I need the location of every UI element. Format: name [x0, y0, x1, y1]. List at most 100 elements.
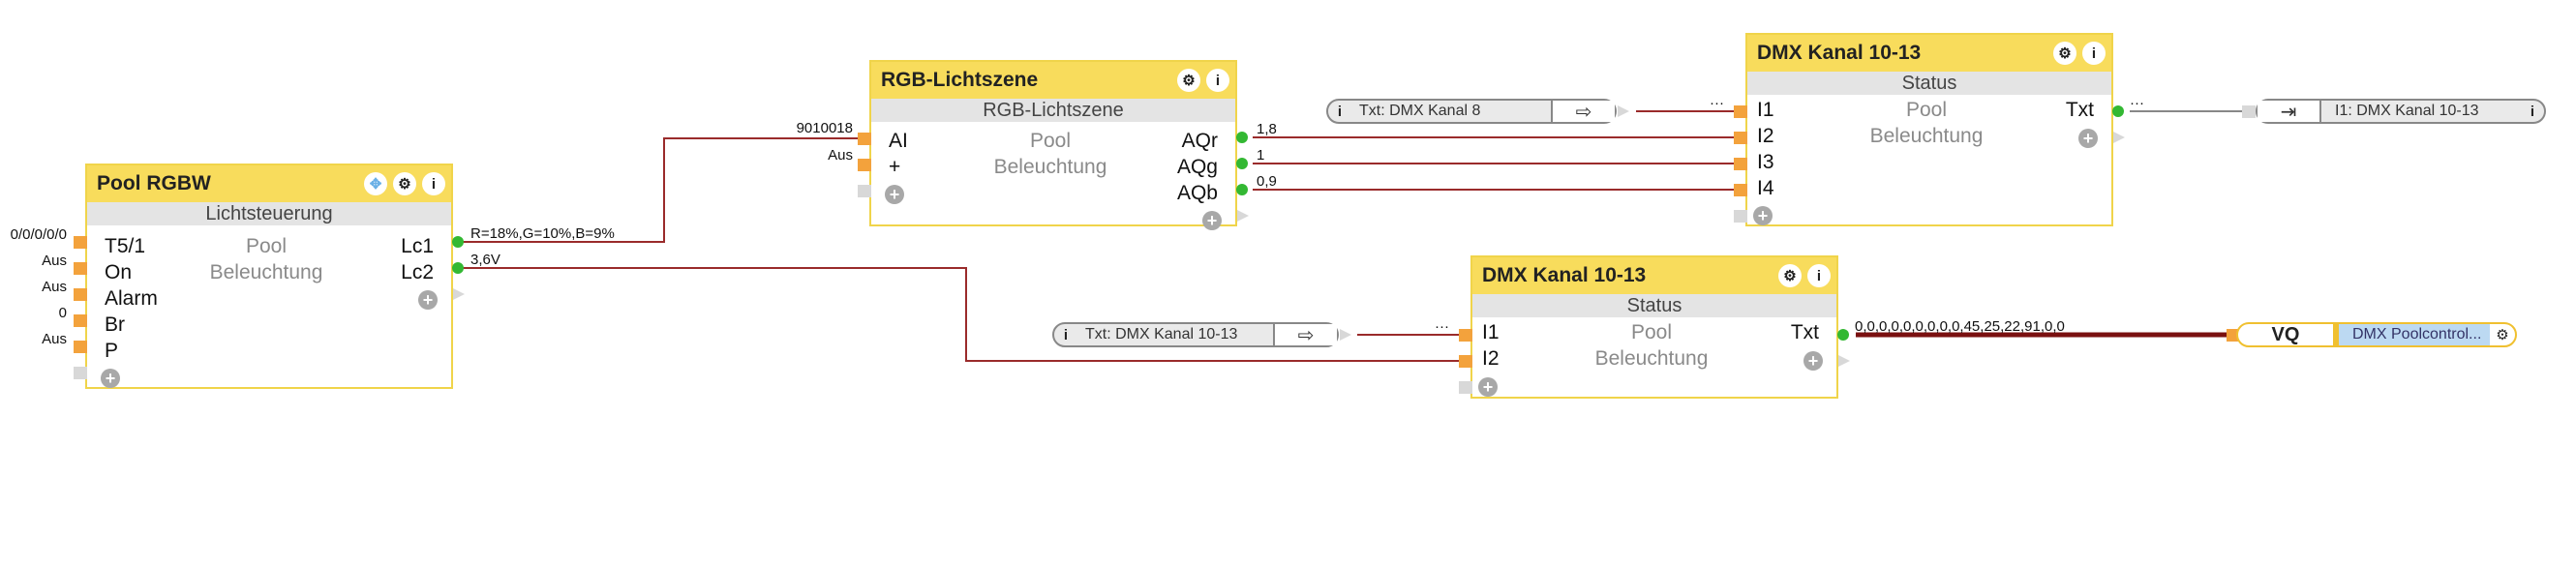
input-pin[interactable]: [1734, 184, 1747, 196]
input-pin[interactable]: [74, 314, 87, 327]
output-pin[interactable]: [1236, 184, 1248, 195]
plus-icon[interactable]: +: [885, 185, 904, 204]
block-subtitle: Lichtsteuerung: [87, 202, 451, 225]
move-icon[interactable]: ✥: [364, 172, 387, 195]
wire-value: 0,0,0,0,0,0,0,0,0,45,25,22,91,0,0: [1855, 318, 2065, 335]
input-label: I1: [1757, 99, 1774, 121]
gear-icon[interactable]: ⚙: [1778, 264, 1802, 287]
reference-txt-dmx-kanal-10-13[interactable]: i Txt: DMX Kanal 10-13 ⇨: [1052, 322, 1339, 347]
block-category: Beleuchtung: [993, 156, 1107, 178]
input-pin[interactable]: [74, 341, 87, 353]
plus-icon[interactable]: +: [1202, 211, 1222, 230]
block-title: RGB-Lichtszene: [881, 69, 1039, 91]
dmx-kanal-block-bottom[interactable]: DMX Kanal 10-13 ⚙ i Status I1 I2 Pool Be…: [1470, 255, 1838, 399]
info-icon[interactable]: i: [422, 172, 445, 195]
output-pin[interactable]: [1236, 132, 1248, 143]
reference-txt-dmx-kanal-8[interactable]: i Txt: DMX Kanal 8 ⇨: [1326, 99, 1617, 124]
plus-icon[interactable]: +: [1803, 351, 1823, 371]
info-icon[interactable]: i: [2530, 103, 2535, 120]
input-pin[interactable]: [1734, 105, 1747, 118]
reference-label: Txt: DMX Kanal 8: [1359, 103, 1481, 119]
output-label: AQg: [1176, 156, 1218, 178]
info-icon[interactable]: i: [1807, 264, 1831, 287]
output-pin[interactable]: [452, 236, 464, 248]
wire-value: ···: [2130, 95, 2144, 111]
pool-rgbw-block[interactable]: Pool RGBW ✥ ⚙ i Lichtsteuerung T5/1 On A…: [85, 164, 453, 389]
info-icon[interactable]: i: [1337, 103, 1343, 120]
import-icon[interactable]: ⇥: [2258, 101, 2321, 123]
block-title: DMX Kanal 10-13: [1757, 42, 1922, 64]
export-icon[interactable]: ⇨: [1273, 324, 1337, 346]
info-icon[interactable]: i: [2082, 42, 2106, 65]
output-pin[interactable]: [1236, 158, 1248, 169]
plus-icon[interactable]: +: [1753, 206, 1773, 225]
gear-icon[interactable]: ⚙: [2496, 327, 2509, 343]
block-category: Beleuchtung: [209, 261, 323, 283]
block-location: Pool: [1630, 321, 1673, 343]
reference-label: Txt: DMX Kanal 10-13: [1085, 326, 1238, 343]
wire-value: 1,8: [1257, 121, 1277, 137]
plus-icon[interactable]: +: [101, 369, 120, 388]
input-pin-empty[interactable]: [2242, 105, 2256, 118]
input-pin-empty[interactable]: [74, 367, 87, 379]
dmx-kanal-block-top[interactable]: DMX Kanal 10-13 ⚙ i Status I1 I2 I3 I4 P…: [1745, 33, 2113, 226]
wire-value: ···: [1710, 95, 1724, 111]
vq-value[interactable]: DMX Poolcontrol...: [2333, 324, 2490, 345]
block-header[interactable]: RGB-Lichtszene ⚙ i: [871, 62, 1235, 99]
input-label: I2: [1757, 125, 1774, 147]
output-label: Lc2: [401, 261, 434, 283]
output-pin[interactable]: [1837, 329, 1849, 341]
export-icon[interactable]: ⇨: [1551, 101, 1615, 123]
input-pin[interactable]: [1734, 158, 1747, 170]
input-pin-empty[interactable]: [858, 185, 871, 197]
info-icon[interactable]: i: [1206, 69, 1229, 92]
block-header[interactable]: Pool RGBW ✥ ⚙ i: [87, 165, 451, 202]
input-label: I2: [1482, 347, 1500, 370]
output-pin[interactable]: [2112, 105, 2124, 117]
input-value: Aus: [42, 331, 67, 347]
input-value: 0: [58, 305, 67, 321]
input-pin-empty[interactable]: [1734, 210, 1747, 223]
input-label: I1: [1482, 321, 1500, 343]
input-pin[interactable]: [1459, 355, 1472, 368]
gear-icon[interactable]: ⚙: [393, 172, 416, 195]
input-pin[interactable]: [1459, 329, 1472, 342]
gear-icon[interactable]: ⚙: [1177, 69, 1200, 92]
vq-output-block[interactable]: VQ DMX Poolcontrol... ⚙: [2236, 322, 2517, 347]
input-value: Aus: [828, 147, 853, 164]
output-label: Lc1: [401, 235, 434, 257]
plus-icon[interactable]: +: [418, 290, 438, 310]
input-label: +: [889, 156, 901, 178]
plus-icon[interactable]: +: [2078, 129, 2098, 148]
input-label: I4: [1757, 177, 1774, 199]
block-category: Beleuchtung: [1594, 347, 1709, 370]
block-subtitle: Status: [1747, 72, 2111, 95]
rgb-lichtszene-block[interactable]: RGB-Lichtszene ⚙ i RGB-Lichtszene AI + P…: [869, 60, 1237, 230]
wire-lc1-to-ai: [462, 137, 875, 243]
block-location: Pool: [245, 235, 288, 257]
plus-icon[interactable]: +: [1478, 377, 1498, 397]
block-category: Beleuchtung: [1869, 125, 1984, 147]
block-location: Pool: [1029, 130, 1072, 152]
input-label: Alarm: [105, 287, 158, 310]
reference-i1-dmx-kanal-10-13[interactable]: ⇥ I1: DMX Kanal 10-13 i: [2256, 99, 2546, 124]
wire-value: 0,9: [1257, 173, 1277, 190]
block-header[interactable]: DMX Kanal 10-13 ⚙ i: [1747, 35, 2111, 72]
info-icon[interactable]: i: [1063, 326, 1069, 343]
input-pin[interactable]: [74, 262, 87, 275]
input-pin[interactable]: [858, 133, 871, 145]
output-label: AQr: [1181, 130, 1218, 152]
output-label: Txt: [2065, 99, 2094, 121]
block-subtitle: Status: [1472, 294, 1836, 317]
input-pin[interactable]: [1734, 132, 1747, 144]
input-label: P: [105, 340, 119, 362]
input-pin[interactable]: [858, 159, 871, 171]
input-pin[interactable]: [74, 236, 87, 249]
reference-label: I1: DMX Kanal 10-13: [2335, 103, 2479, 119]
gear-icon[interactable]: ⚙: [2053, 42, 2076, 65]
output-pin[interactable]: [452, 262, 464, 274]
input-pin-empty[interactable]: [1459, 381, 1472, 394]
input-pin[interactable]: [74, 288, 87, 301]
block-header[interactable]: DMX Kanal 10-13 ⚙ i: [1472, 257, 1836, 294]
